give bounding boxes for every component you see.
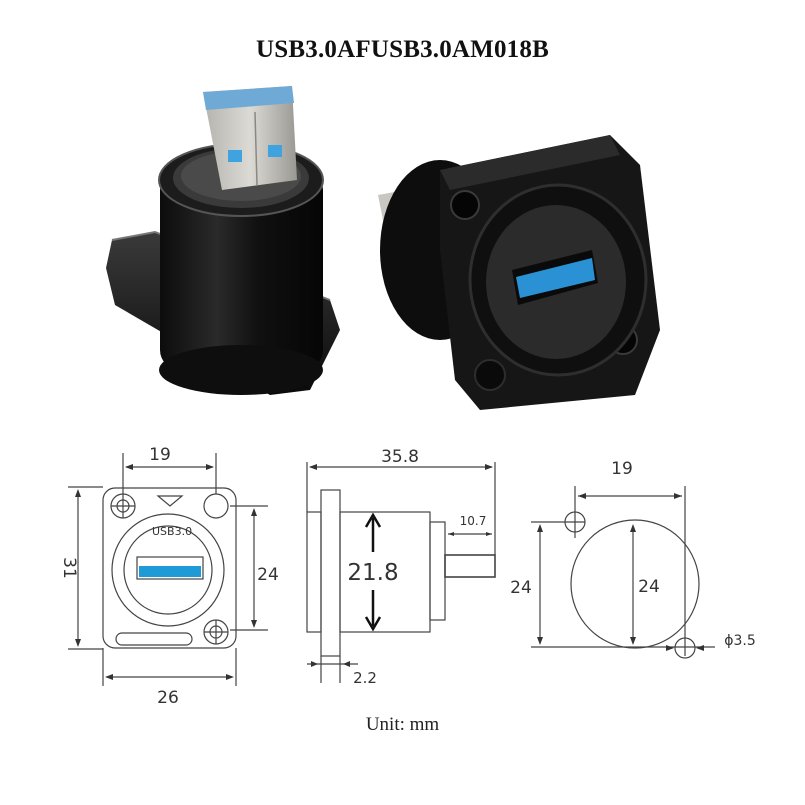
cutout-view-drawing [531,486,715,659]
dim-front-width: 26 [157,688,179,708]
dim-side-body-diameter: 21.8 [347,560,398,586]
dim-side-plug-length: 10.7 [460,514,487,528]
dim-front-vertical-spacing: 24 [257,565,279,585]
female-connector-photo [378,135,660,410]
body-diameter-arrow [364,512,382,632]
dim-side-flange-thickness: 2.2 [353,669,377,687]
dim-side-total-length: 35.8 [381,447,419,467]
dim-cutout-hole-spacing: 19 [611,459,633,479]
product-title: USB3.0AFUSB3.0AM018B [256,36,549,63]
dim-cutout-vertical-spacing: 24 [510,578,532,598]
cutout-view-arrows [537,493,704,651]
male-connector-photo [106,86,340,395]
side-view-drawing [306,462,496,683]
front-view-arrows [75,464,257,680]
dim-front-hole-spacing: 19 [149,445,171,465]
dim-front-height: 31 [59,557,79,579]
side-view-arrows [309,464,493,667]
unit-label: Unit: mm [365,714,440,735]
dim-cutout-hole-diameter: ϕ3.5 [724,633,756,649]
front-view-drawing [68,453,268,686]
dim-cutout-circle-diameter: 24 [638,577,660,597]
front-view-usb-label: USB3.0 [152,525,192,538]
